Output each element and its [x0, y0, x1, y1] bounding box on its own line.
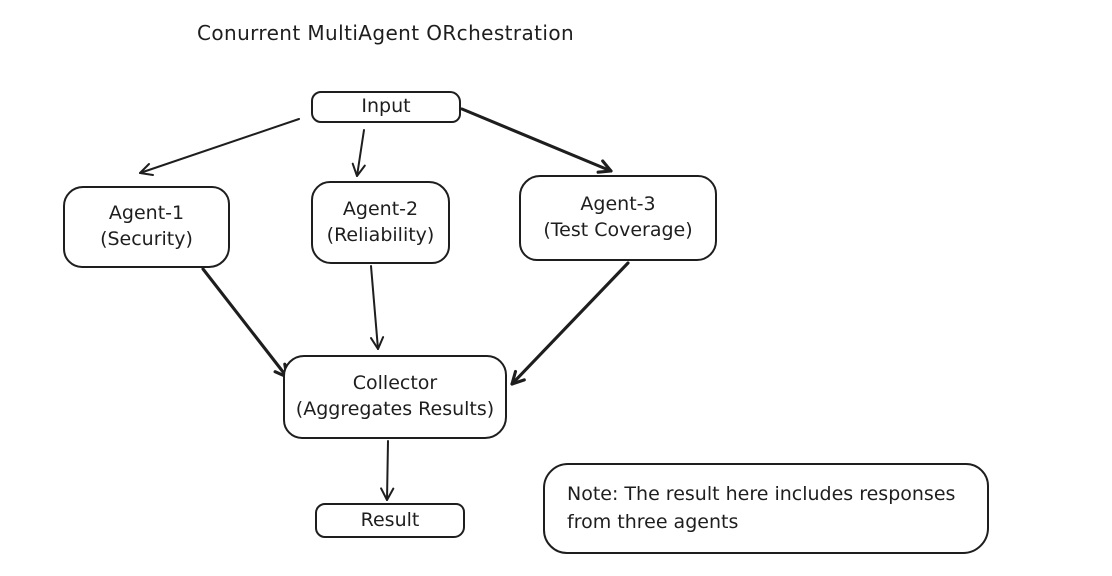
note-line-2: from three agents: [567, 510, 739, 533]
node-agent-1-label: Agent-1: [108, 202, 185, 225]
node-input: Input: [311, 91, 461, 123]
node-result: Result: [315, 503, 465, 538]
arrow-agent2-to-collector: [370, 265, 385, 350]
node-agent-1: Agent-1 (Security): [63, 186, 230, 268]
arrow-collector-to-result: [380, 440, 395, 501]
node-collector-sublabel: (Aggregates Results): [295, 398, 495, 420]
arrow-agent3-to-collector: [510, 261, 630, 386]
arrow-input-to-agent3: [460, 107, 613, 174]
note-line-1: Note: The result here includes responses: [567, 483, 956, 505]
node-input-label: Input: [361, 95, 411, 118]
node-agent-3-sublabel: (Test Coverage): [543, 219, 693, 241]
node-agent-1-sublabel: (Security): [100, 228, 193, 250]
note-box: Note: The result here includes responses…: [543, 463, 989, 554]
arrow-agent1-to-collector: [201, 267, 289, 379]
node-agent-3: Agent-3 (Test Coverage): [519, 175, 717, 261]
node-agent-2: Agent-2 (Reliability): [311, 181, 450, 264]
node-collector: Collector (Aggregates Results): [283, 355, 507, 439]
arrow-input-to-agent2: [351, 129, 366, 177]
node-agent-2-sublabel: (Reliability): [326, 223, 435, 246]
node-result-label: Result: [360, 508, 420, 531]
arrow-input-to-agent1: [139, 118, 300, 176]
diagram-title: Conurrent MultiAgent ORchestration: [197, 21, 575, 45]
node-agent-2-label: Agent-2: [342, 197, 419, 220]
node-agent-3-label: Agent-3: [580, 193, 656, 216]
node-collector-label: Collector: [352, 372, 438, 395]
